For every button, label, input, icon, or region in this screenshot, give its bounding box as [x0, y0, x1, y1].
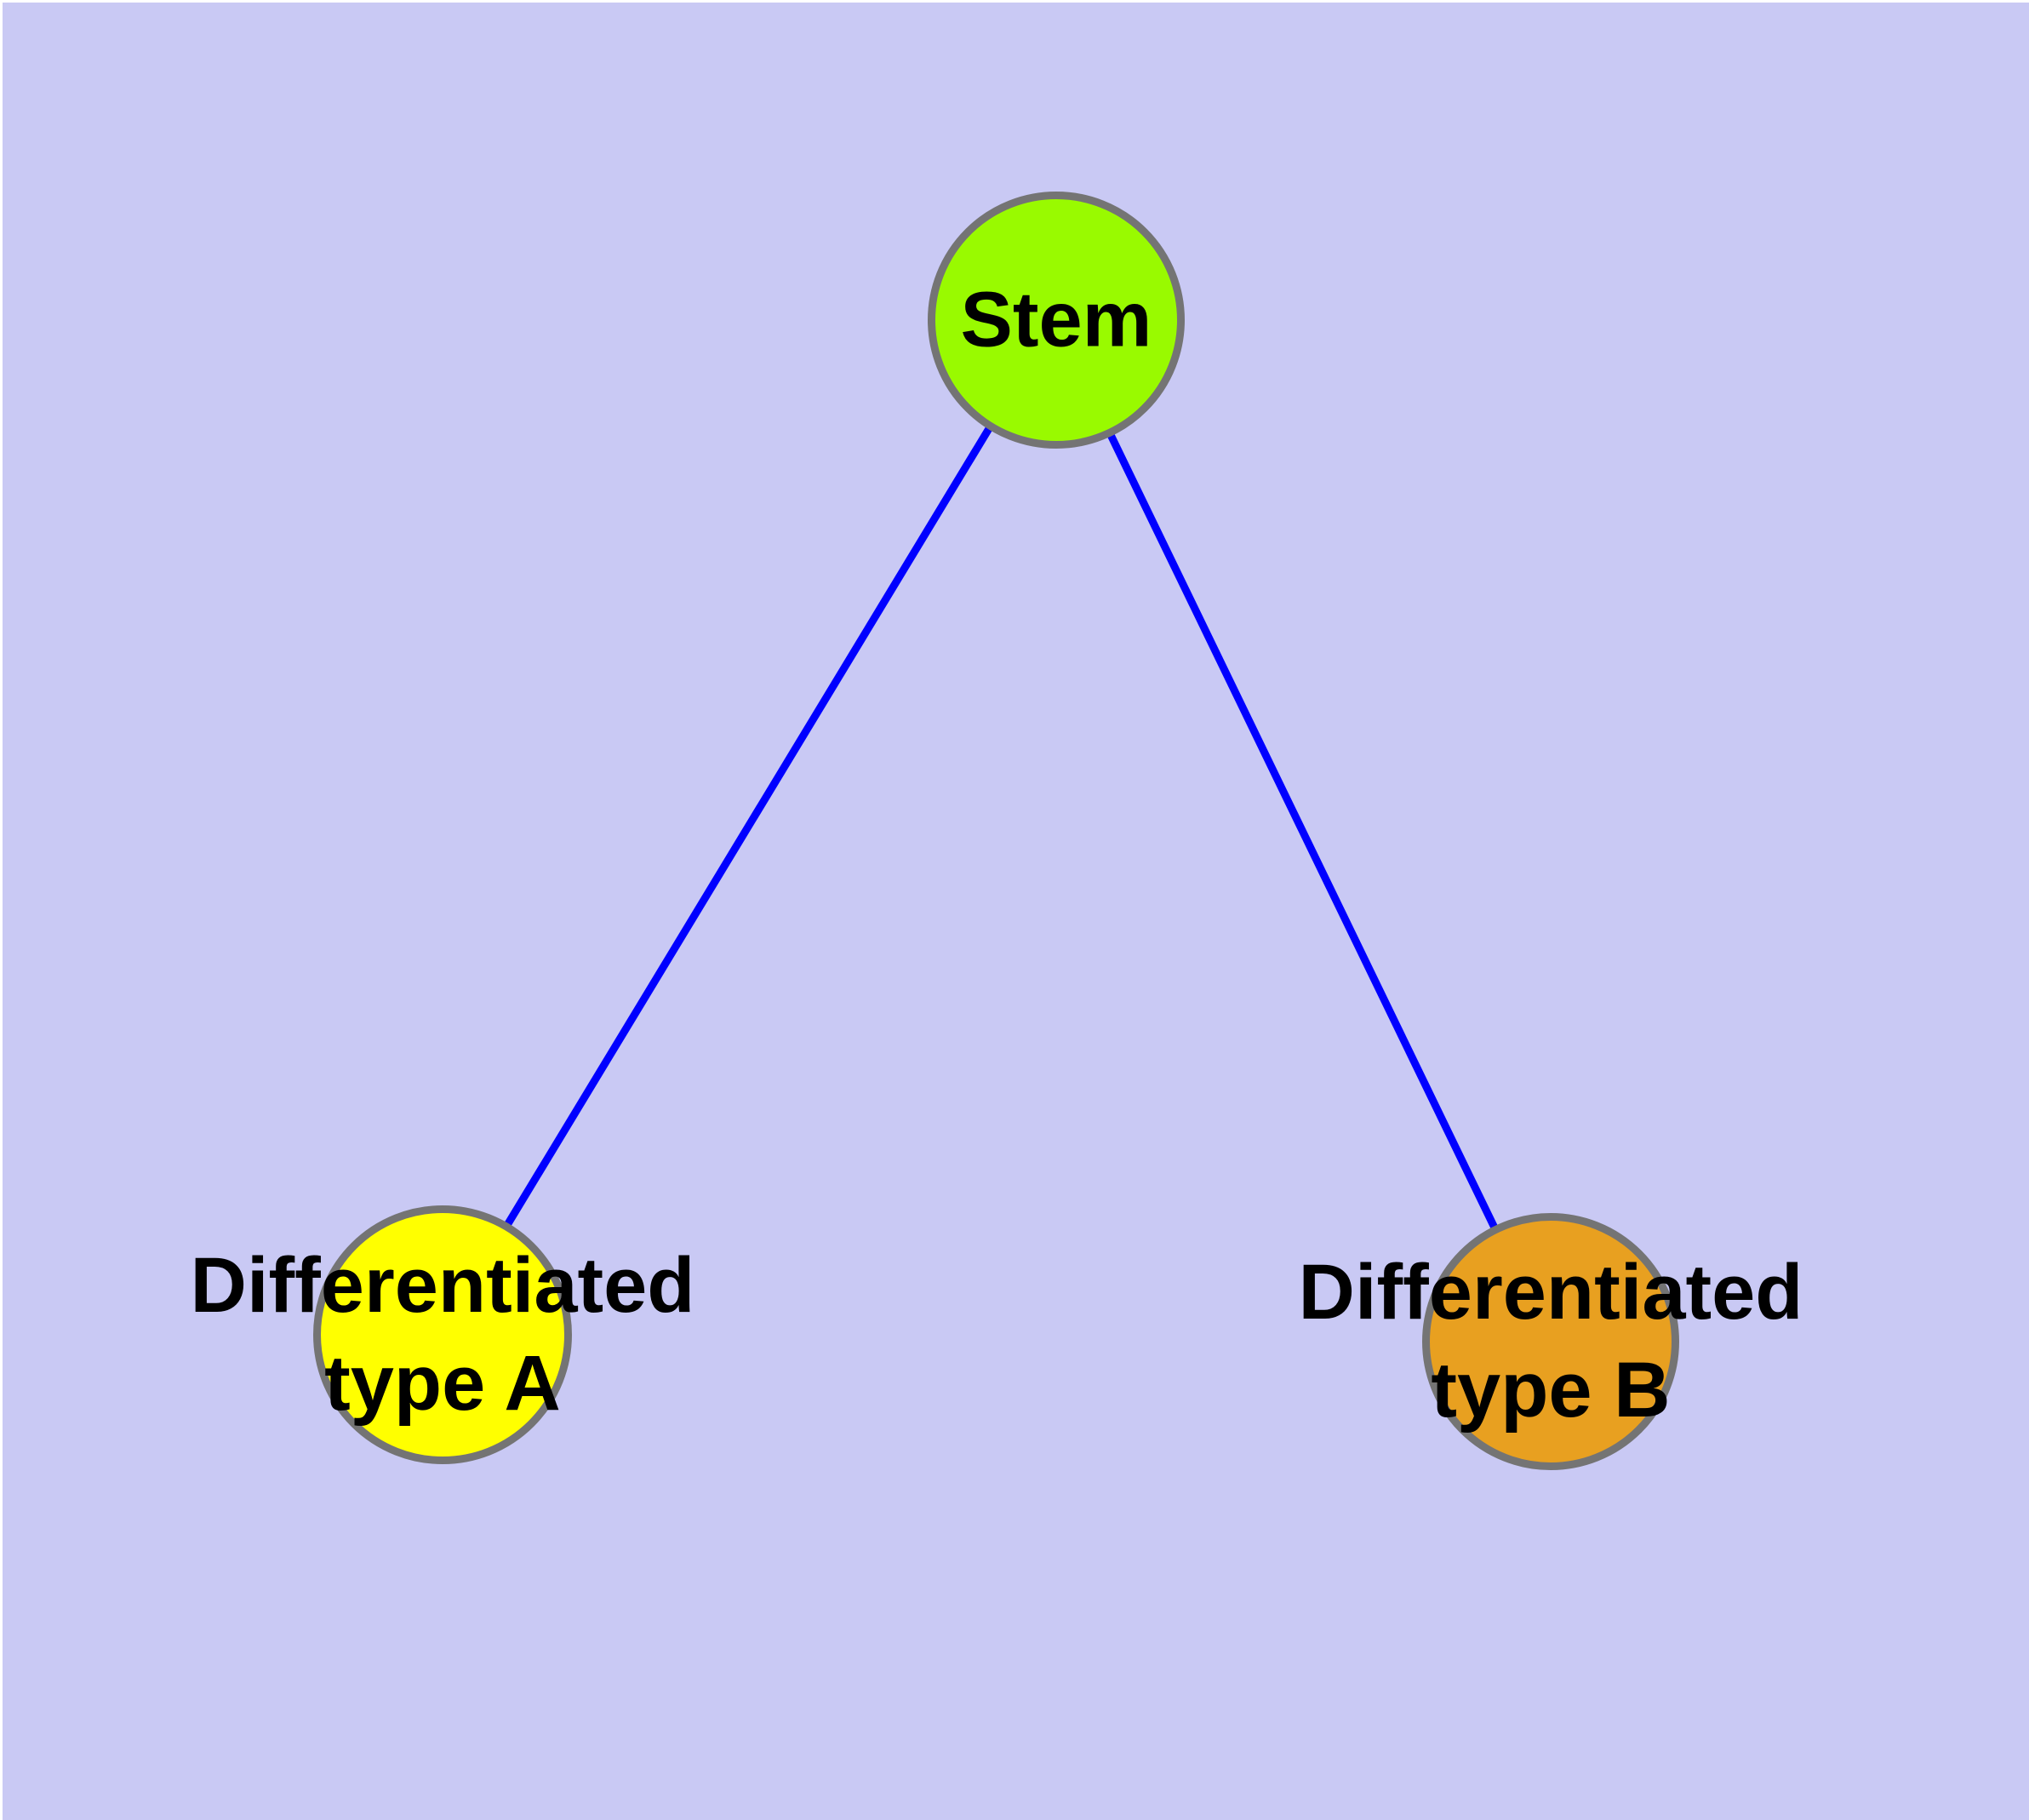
node-differentiated-type-a-circle: [313, 1205, 572, 1464]
node-stem: Stem: [928, 192, 1185, 449]
edges-layer: [438, 318, 1552, 1342]
node-differentiated-type-b-circle: [1422, 1213, 1679, 1470]
node-differentiated-type-b: Differentiated type B: [1299, 1213, 1803, 1470]
node-stem-label: Stem: [960, 276, 1152, 363]
node-stem-circle: [928, 192, 1185, 449]
node-differentiated-type-a-label: Differentiated type A: [190, 1242, 695, 1427]
node-differentiated-type-a: Differentiated type A: [191, 1205, 694, 1464]
node-differentiated-type-b-label: Differentiated type B: [1298, 1249, 1803, 1434]
